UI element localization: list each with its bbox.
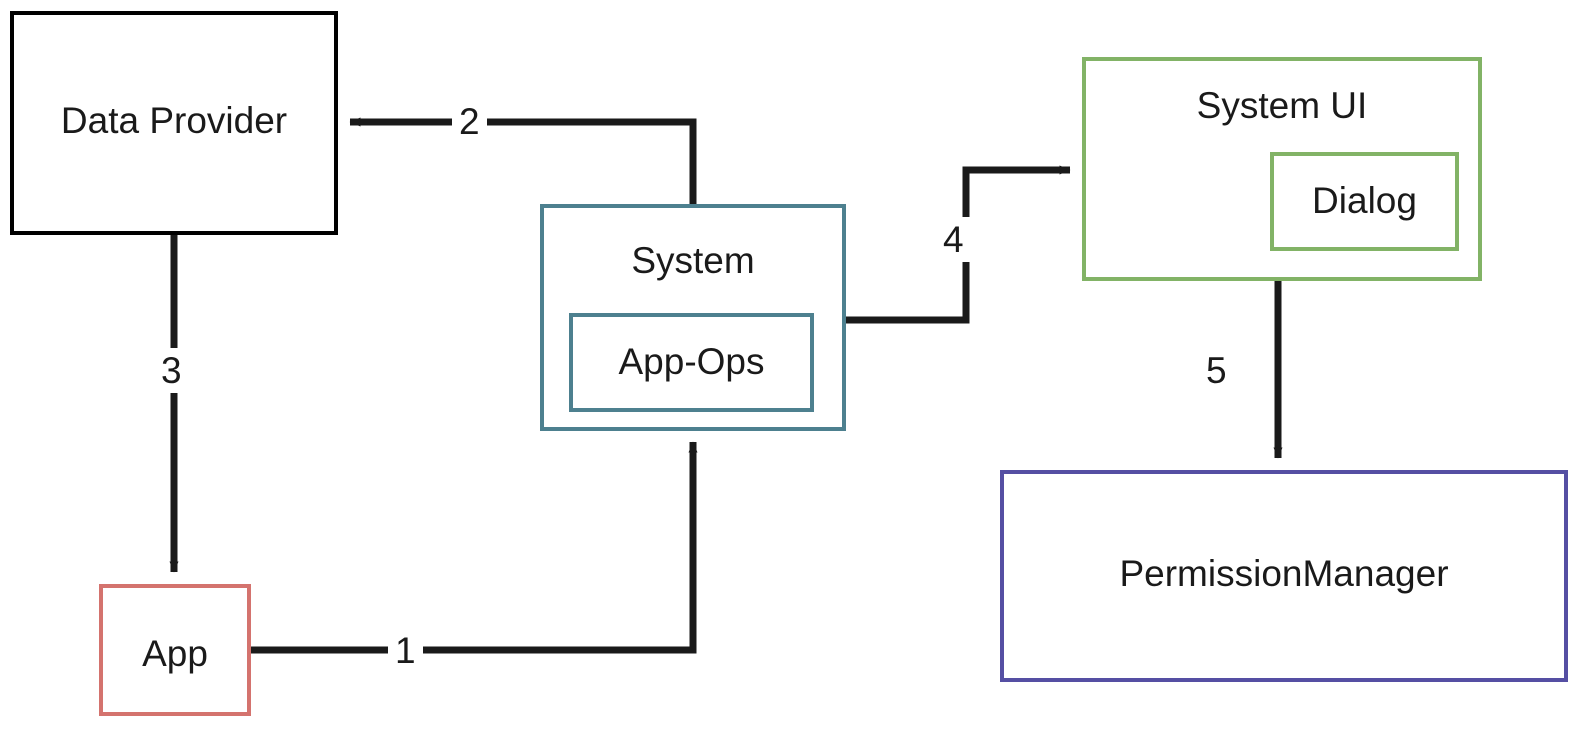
edge-label-2: 2	[452, 103, 487, 140]
node-app-ops[interactable]: App-Ops	[569, 313, 814, 412]
edge-2-path	[349, 117, 697, 204]
node-system-label: System	[631, 240, 755, 281]
node-data-provider-label: Data Provider	[60, 100, 288, 141]
node-app-label: App	[142, 633, 208, 674]
edge-label-5: 5	[1200, 348, 1233, 393]
node-permission-manager-label: PermissionManager	[1119, 553, 1449, 594]
node-dialog-label: Dialog	[1312, 180, 1417, 221]
node-permission-manager[interactable]: PermissionManager	[1000, 470, 1568, 682]
edge-label-1: 1	[388, 632, 423, 669]
node-dialog[interactable]: Dialog	[1270, 152, 1459, 251]
node-app[interactable]: App	[99, 584, 251, 716]
edge-label-3: 3	[155, 348, 188, 393]
edge-label-4: 4	[937, 217, 970, 262]
node-system-ui-label: System UI	[1196, 85, 1368, 126]
edge-1-path	[251, 441, 698, 654]
node-app-ops-label: App-Ops	[618, 341, 765, 382]
node-data-provider[interactable]: Data Provider	[10, 11, 338, 235]
